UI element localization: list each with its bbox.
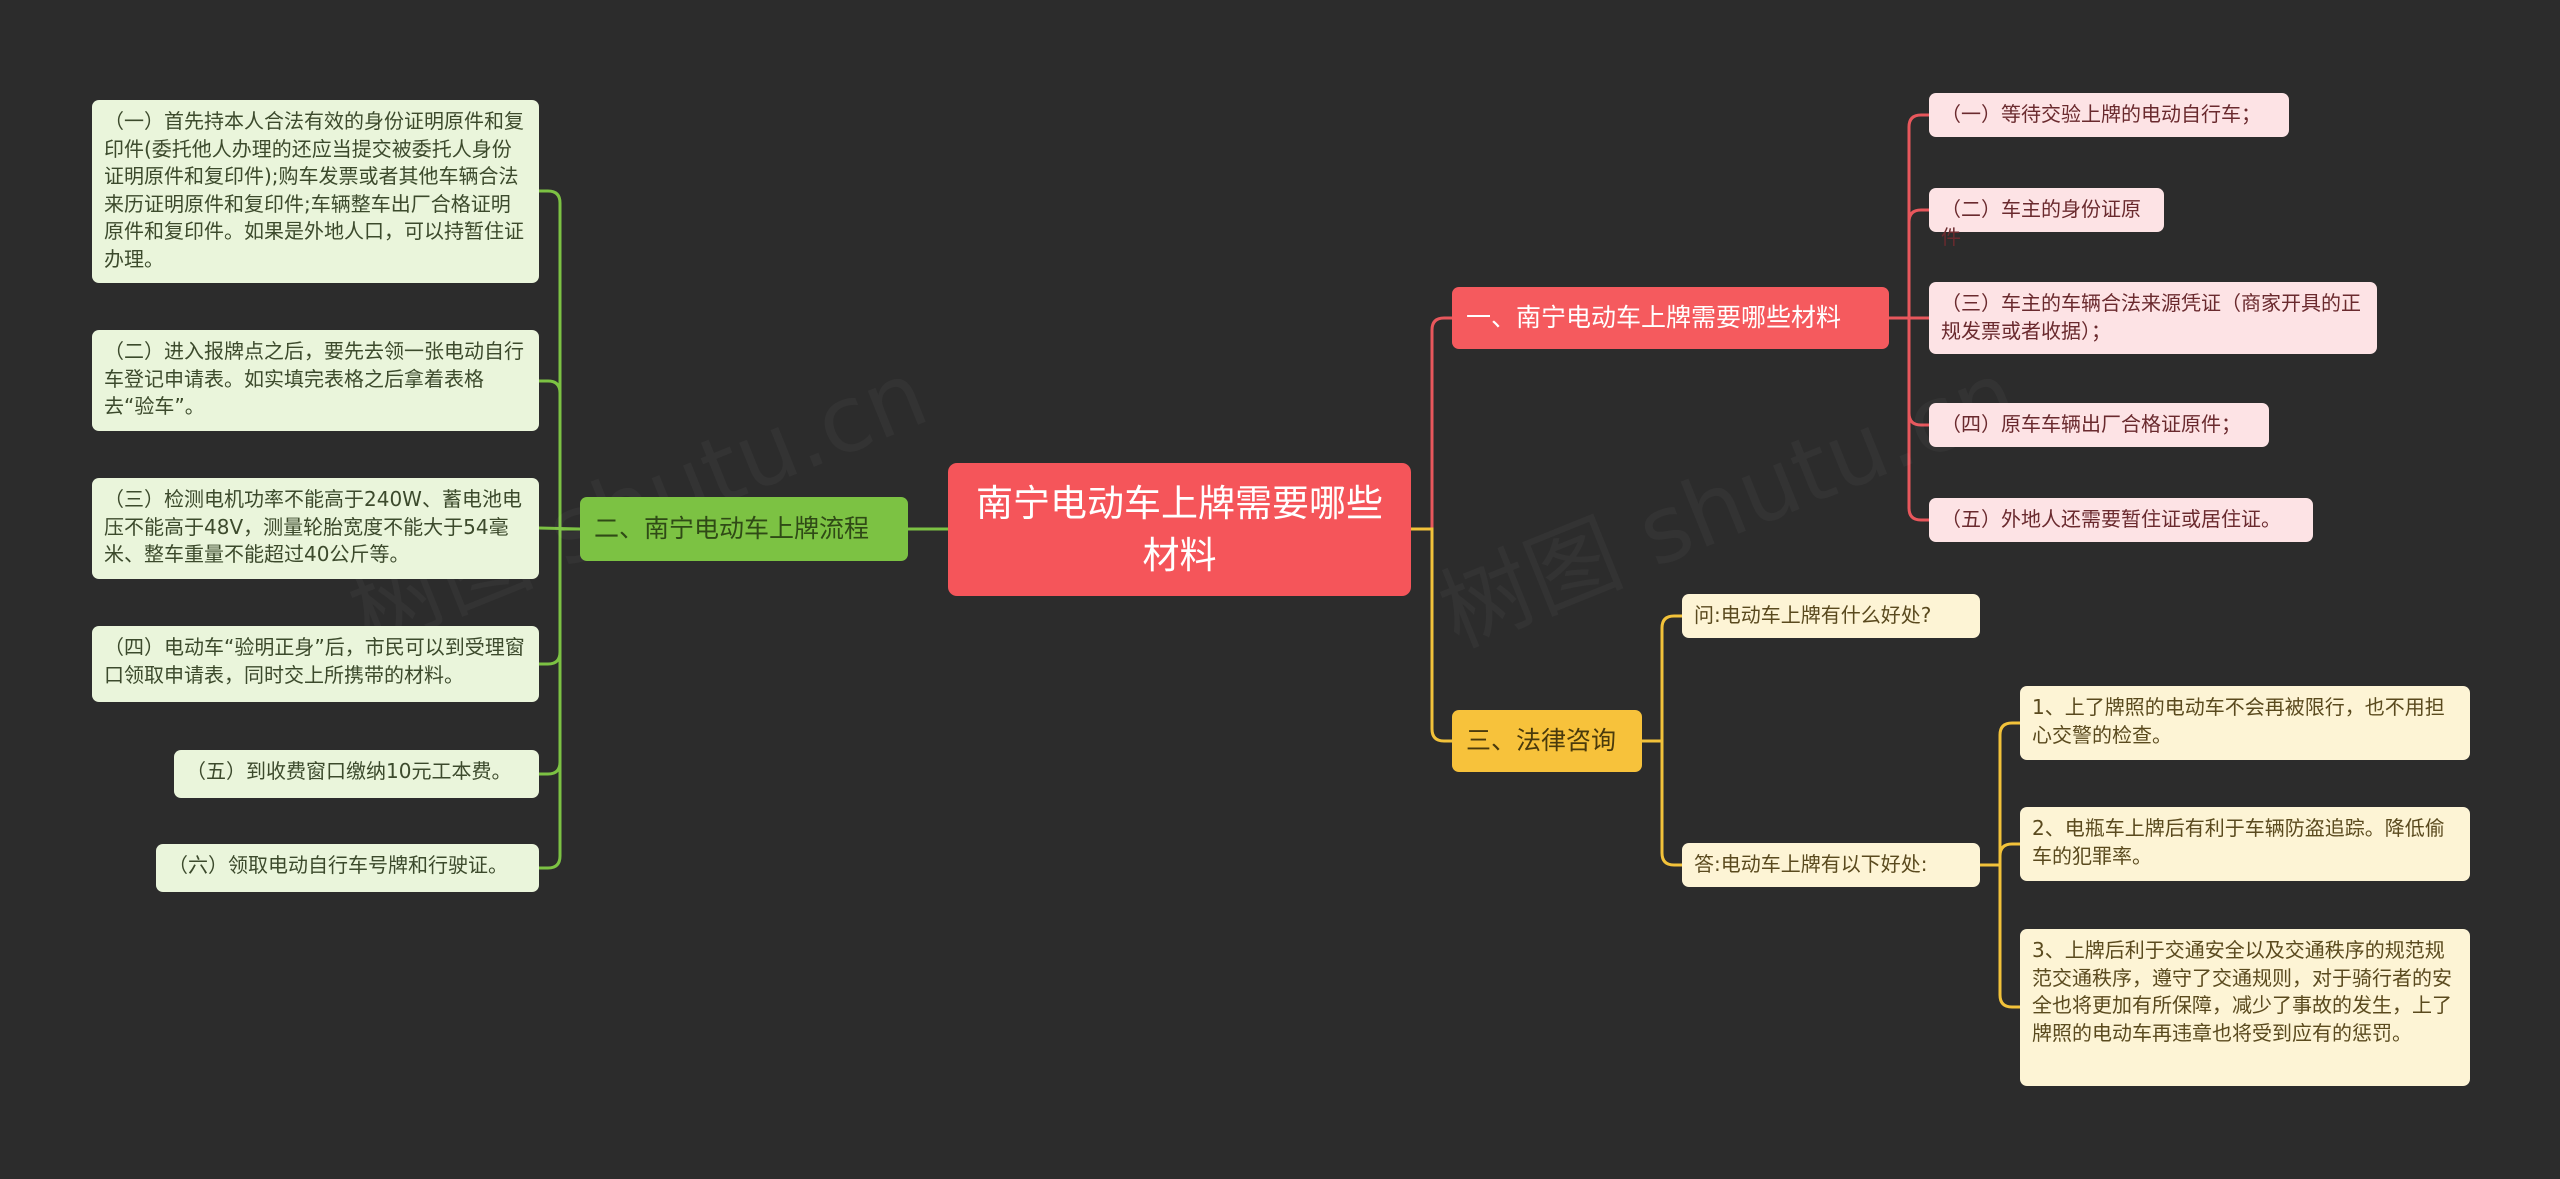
- answer-item[interactable]: 2、电瓶车上牌后有利于车辆防盗追踪。降低偷车的犯罪率。: [2020, 807, 2470, 881]
- process-step[interactable]: （二）进入报牌点之后，要先去领一张电动自行车登记申请表。如实填完表格之后拿着表格…: [92, 330, 539, 431]
- answer-item[interactable]: 1、上了牌照的电动车不会再被限行，也不用担心交警的检查。: [2020, 686, 2470, 760]
- link-answer-item: [1980, 842, 2020, 867]
- central-topic[interactable]: 南宁电动车上牌需要哪些材料: [948, 463, 1411, 596]
- branch-materials[interactable]: 一、南宁电动车上牌需要哪些材料: [1452, 287, 1889, 349]
- link-answer-item: [1980, 863, 2020, 1009]
- material-item[interactable]: （一）等待交验上牌的电动自行车；: [1929, 93, 2289, 137]
- material-item[interactable]: （三）车主的车辆合法来源凭证（商家开具的正规发票或者收据）；: [1929, 282, 2377, 354]
- material-item[interactable]: （五）外地人还需要暂住证或居住证。: [1929, 498, 2313, 542]
- link-central-branch3: [1411, 527, 1452, 743]
- link-branch3-item: [1642, 614, 1682, 743]
- link-central-branch1: [1411, 316, 1452, 531]
- consult-answer[interactable]: 答:电动车上牌有以下好处:: [1682, 843, 1980, 887]
- consult-question[interactable]: 问:电动车上牌有什么好处?: [1682, 594, 1980, 638]
- answer-item[interactable]: 3、上牌后利于交通安全以及交通秩序的规范规范交通秩序，遵守了交通规则，对于骑行者…: [2020, 929, 2470, 1086]
- link-branch1-item: [1889, 113, 1929, 320]
- material-item[interactable]: （四）原车车辆出厂合格证原件；: [1929, 403, 2269, 447]
- link-branch2-item: [539, 527, 580, 870]
- link-branch1-item: [1889, 208, 1929, 320]
- link-answer-item: [1980, 721, 2020, 867]
- process-step[interactable]: （四）电动车“验明正身”后，市民可以到受理窗口领取申请表，同时交上所携带的材料。: [92, 626, 539, 702]
- link-branch2-item: [539, 189, 580, 531]
- link-branch2-item: [539, 379, 580, 531]
- link-branch3-item: [1642, 739, 1682, 867]
- process-step[interactable]: （三）检测电机功率不能高于240W、蓄电池电压不能高于48V，测量轮胎宽度不能大…: [92, 478, 539, 579]
- material-item[interactable]: （二）车主的身份证原件: [1929, 188, 2164, 249]
- process-step[interactable]: （六）领取电动自行车号牌和行驶证。: [156, 844, 539, 892]
- branch-process[interactable]: 二、南宁电动车上牌流程: [580, 497, 908, 561]
- branch-legal-consult[interactable]: 三、法律咨询: [1452, 710, 1642, 772]
- link-branch1-item: [1889, 316, 1929, 522]
- process-step[interactable]: （五）到收费窗口缴纳10元工本费。: [174, 750, 539, 798]
- process-step[interactable]: （一）首先持本人合法有效的身份证明原件和复印件(委托他人办理的还应当提交被委托人…: [92, 100, 539, 283]
